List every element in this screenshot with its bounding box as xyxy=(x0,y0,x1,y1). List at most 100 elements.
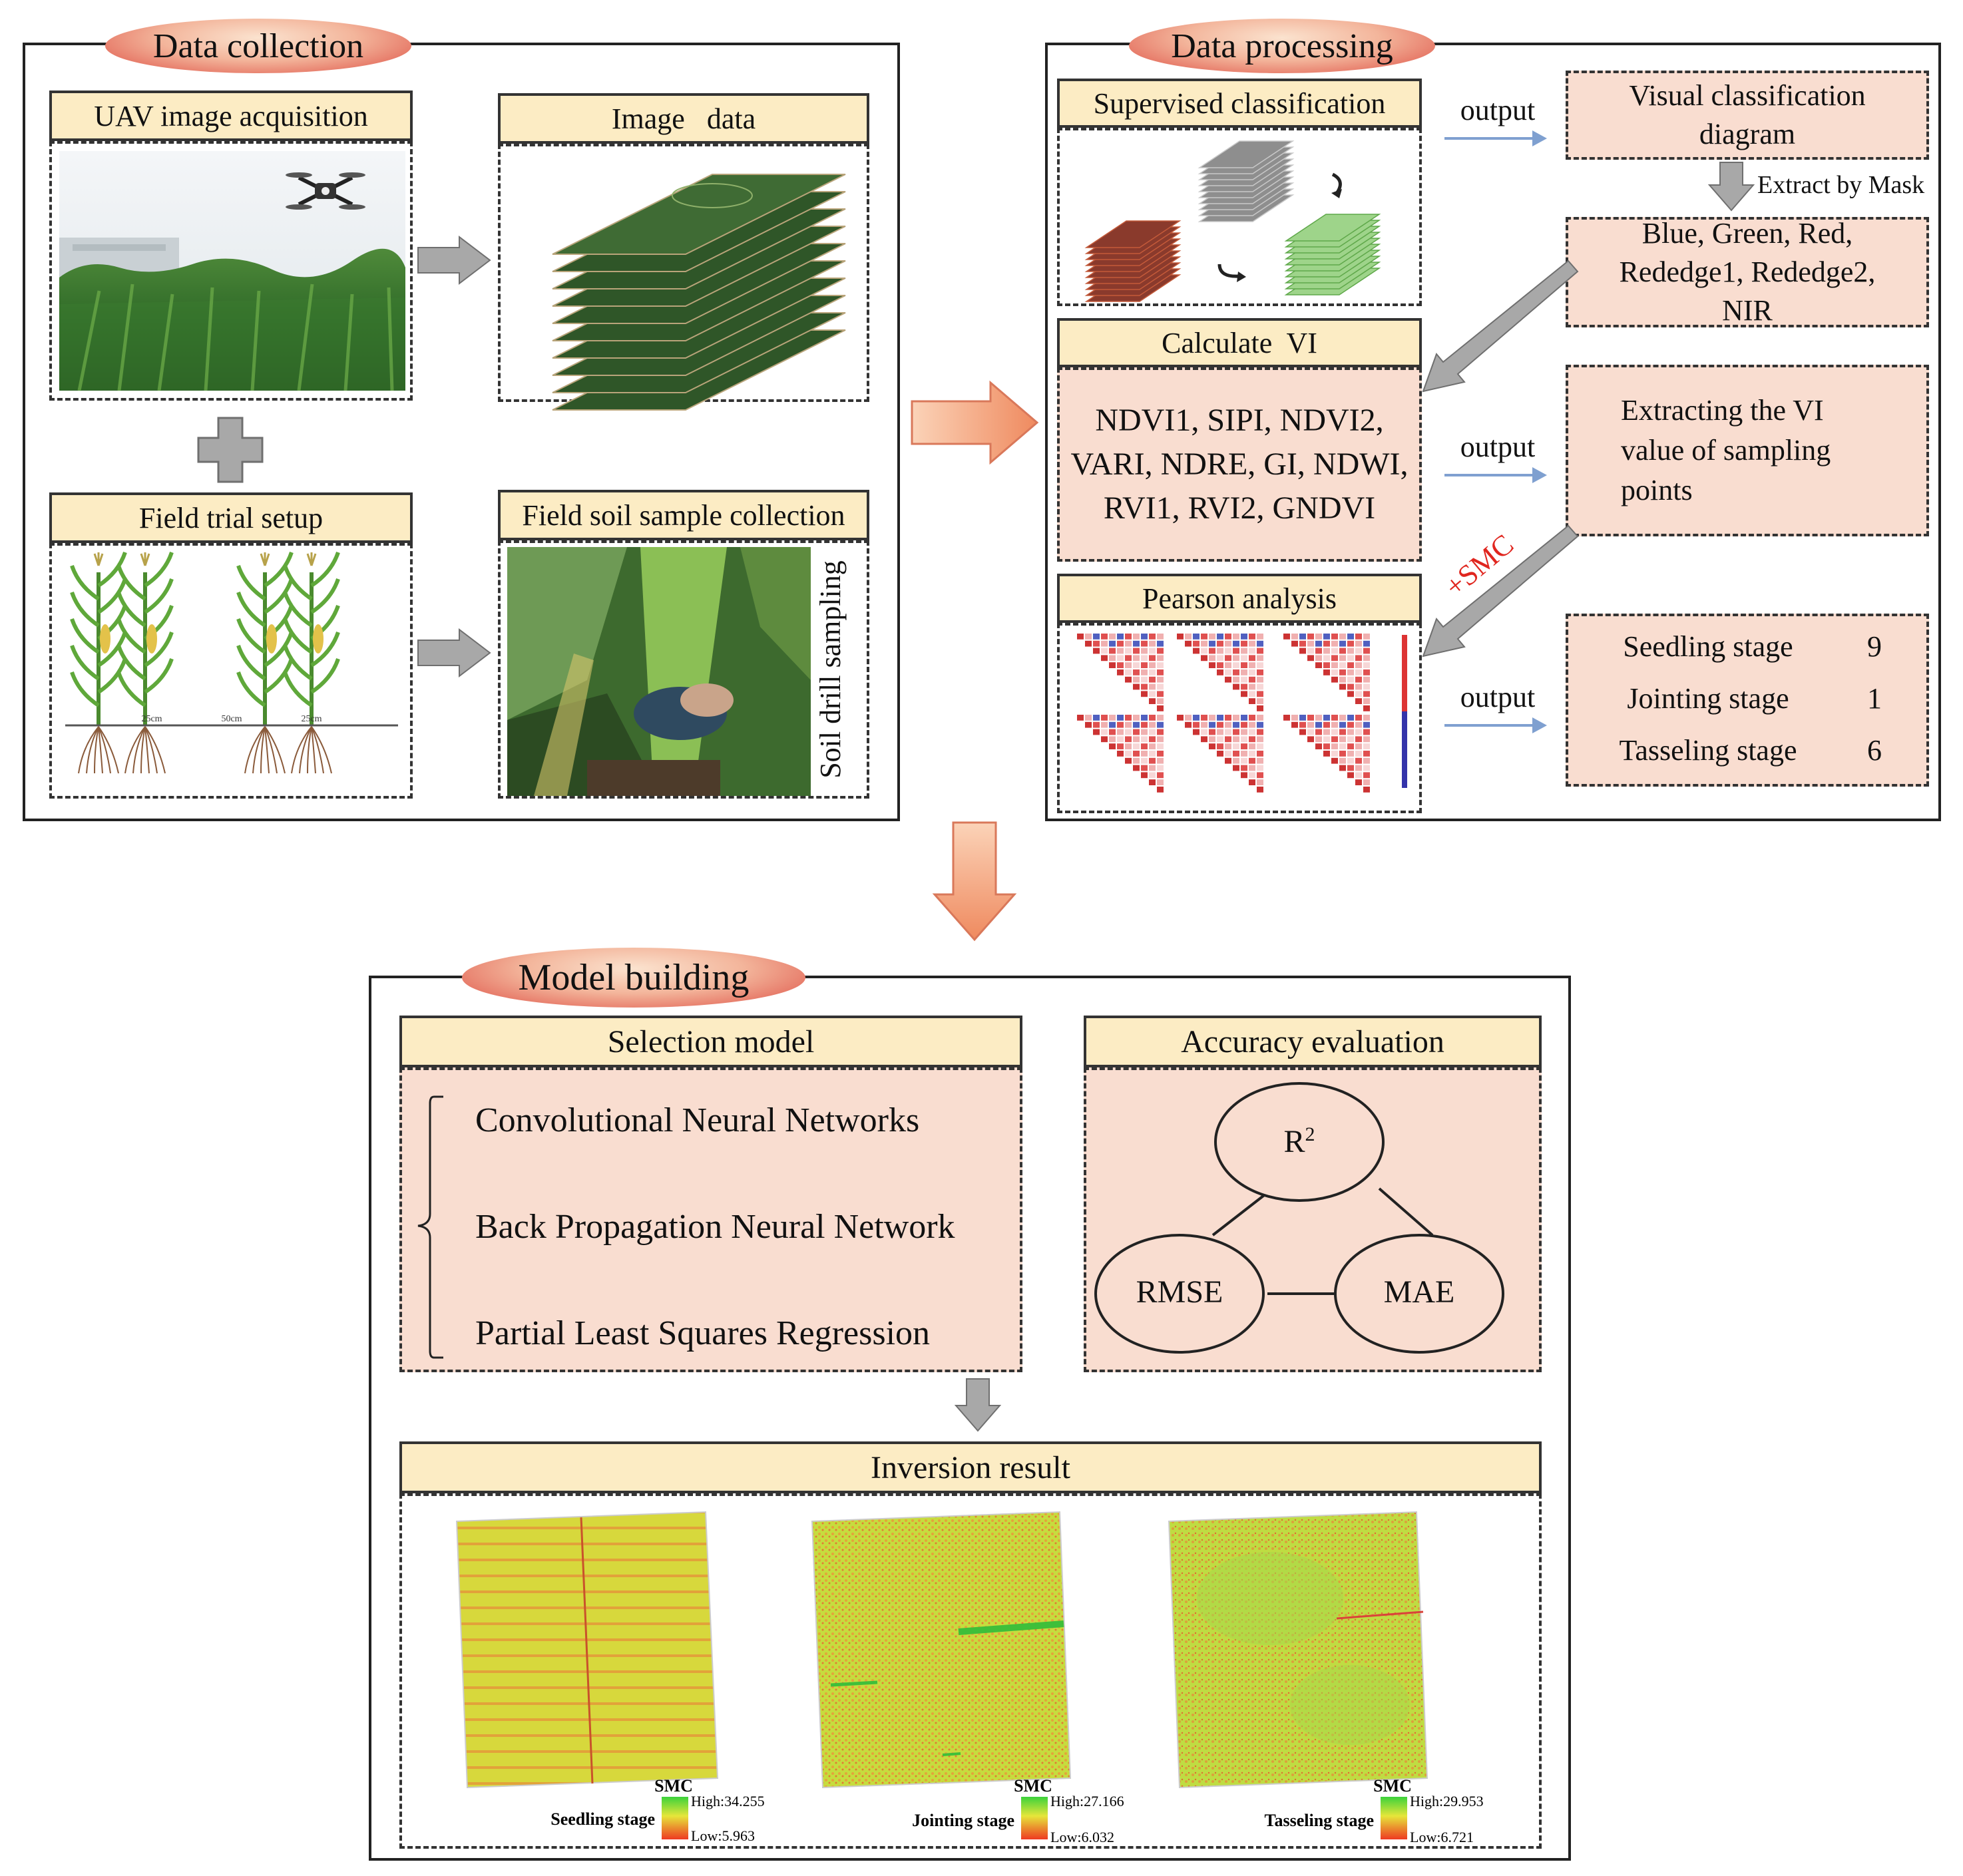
heat-cell xyxy=(1307,715,1314,721)
heat-cell xyxy=(1257,648,1263,654)
heat-cell xyxy=(1157,736,1164,743)
heat-cell xyxy=(1125,662,1132,668)
uav-photo-frame xyxy=(49,141,413,401)
heat-cell xyxy=(1315,715,1322,721)
heat-cell xyxy=(1347,729,1354,735)
heat-cell xyxy=(1347,669,1354,675)
heat-cell xyxy=(1141,634,1148,640)
heat-cell xyxy=(1347,691,1354,697)
spacing-label: 50cm xyxy=(221,714,242,724)
heat-cell xyxy=(1209,662,1215,668)
heat-cell xyxy=(1133,765,1140,771)
heat-cell xyxy=(1339,648,1346,654)
heat-cell xyxy=(1141,655,1148,661)
heat-cell xyxy=(1233,676,1239,683)
heat-cell xyxy=(1323,736,1330,743)
heat-cell xyxy=(1201,640,1207,647)
heat-cell xyxy=(1315,729,1322,735)
heat-cell xyxy=(1347,662,1354,668)
heat-cell xyxy=(1331,721,1338,728)
heat-cell xyxy=(1315,640,1322,647)
heat-cell xyxy=(1225,648,1231,654)
heat-cell xyxy=(1331,655,1338,661)
heat-cell xyxy=(1241,743,1247,749)
legend-high: High:34.255 xyxy=(691,1793,765,1809)
model-building-panel xyxy=(369,976,1571,1861)
selection-model-header: Selection model xyxy=(399,1016,1022,1067)
heat-cell xyxy=(1339,729,1346,735)
arrow-right-icon xyxy=(417,235,491,285)
heat-cell xyxy=(1133,715,1140,721)
class-layer xyxy=(1284,214,1381,242)
model-item: Partial Least Squares Regression xyxy=(475,1314,931,1352)
heat-cell xyxy=(1149,683,1156,690)
heat-cell xyxy=(1257,634,1263,640)
data-processing-panel xyxy=(1045,43,1941,821)
heat-cell xyxy=(1323,634,1330,640)
heat-cell xyxy=(1217,662,1223,668)
heat-cell xyxy=(1241,736,1247,743)
vi-list-box: NDVI1, SIPI, NDVI2, VARI, NDRE, GI, NDWI… xyxy=(1057,367,1422,562)
heat-cell xyxy=(1133,662,1140,668)
heat-cell xyxy=(1355,757,1362,764)
heat-cell xyxy=(1363,751,1370,757)
heat-cell xyxy=(1331,662,1338,668)
heat-cell xyxy=(1141,729,1148,735)
heat-cell xyxy=(1201,729,1207,735)
heat-cell xyxy=(1363,772,1370,779)
heat-cell xyxy=(1141,721,1148,728)
heat-cell xyxy=(1249,662,1255,668)
heat-cell xyxy=(1233,683,1239,690)
legend-low: Low:6.721 xyxy=(1410,1829,1474,1845)
heat-cell xyxy=(1323,715,1330,721)
heat-cell xyxy=(1347,715,1354,721)
heat-cell xyxy=(1133,648,1140,654)
heat-cell xyxy=(1241,751,1247,757)
maize-plant-icon xyxy=(283,551,340,774)
heat-cell xyxy=(1331,757,1338,764)
heat-cell xyxy=(1323,743,1330,749)
heat-cell xyxy=(1193,729,1200,735)
heat-cell xyxy=(1185,715,1192,721)
output-arrow-icon xyxy=(1444,130,1547,146)
heat-cell xyxy=(1217,655,1223,661)
heat-cell xyxy=(1355,698,1362,704)
heat-cell xyxy=(1157,655,1164,661)
heat-cell xyxy=(1109,729,1116,735)
heat-cell xyxy=(1347,757,1354,764)
heat-cell xyxy=(1307,634,1314,640)
heat-cell xyxy=(1077,634,1084,640)
heat-cell xyxy=(1201,655,1207,661)
heat-cell xyxy=(1133,736,1140,743)
output-label: output xyxy=(1460,431,1536,463)
heat-cell xyxy=(1241,669,1247,675)
heat-cell xyxy=(1157,676,1164,683)
heat-cell xyxy=(1355,721,1362,728)
heat-cell xyxy=(1299,721,1306,728)
heat-cell xyxy=(1141,669,1148,675)
heat-cell xyxy=(1355,772,1362,779)
heat-cell xyxy=(1363,736,1370,743)
heat-cell xyxy=(1177,634,1184,640)
heat-cell xyxy=(1157,779,1164,785)
heat-cell xyxy=(1339,765,1346,771)
heat-cell xyxy=(1209,655,1215,661)
heat-cell xyxy=(1363,765,1370,771)
heat-cell xyxy=(1339,743,1346,749)
heat-cell xyxy=(1209,743,1215,749)
stage-name: Seedling stage xyxy=(1623,630,1793,663)
heat-cell xyxy=(1355,676,1362,683)
heat-cell xyxy=(1201,721,1207,728)
heat-cell xyxy=(1331,634,1338,640)
heat-cell xyxy=(1109,743,1116,749)
class-layer xyxy=(1198,140,1295,168)
heat-cell xyxy=(1323,640,1330,647)
heat-cell xyxy=(1355,765,1362,771)
heat-cell xyxy=(1339,676,1346,683)
heat-cell xyxy=(1241,648,1247,654)
legend-seedling: SMC High:34.255 Low:5.963 Seedling stage xyxy=(550,1776,764,1844)
drone-icon xyxy=(286,172,365,210)
heat-cell xyxy=(1257,662,1263,668)
data-collection-title: Data collection xyxy=(105,19,411,73)
arrow-diagonal-icon xyxy=(1422,524,1579,657)
